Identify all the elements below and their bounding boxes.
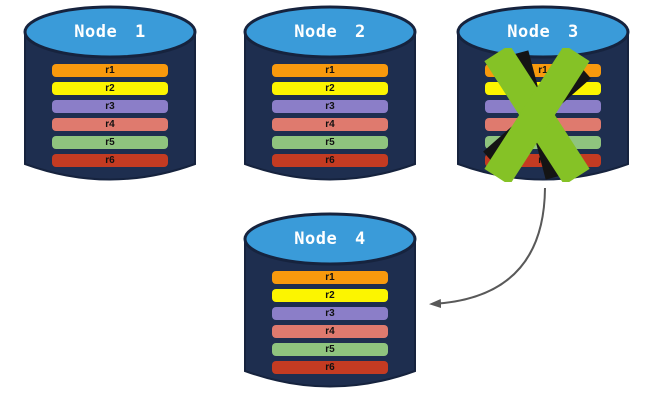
replica-row-label: r4: [325, 326, 335, 337]
node-label: Node 4: [294, 229, 366, 249]
replica-row: r2: [272, 82, 388, 95]
replica-row: r6: [52, 154, 168, 167]
node-label: Node 3: [507, 22, 579, 42]
x-mark-strokes: [484, 48, 590, 182]
node-label: Node 1: [74, 22, 146, 42]
replica-row-label: r6: [325, 362, 335, 373]
replica-row: r3: [272, 307, 388, 320]
replica-row-label: r2: [325, 83, 335, 94]
replica-rows: r1 r2 r3 r4 r5 r6: [242, 4, 418, 200]
replica-row-label: r3: [105, 101, 115, 112]
replica-row-label: r5: [105, 137, 115, 148]
replica-row: r5: [272, 343, 388, 356]
replica-row-label: r1: [538, 65, 548, 76]
replica-row-label: r6: [105, 155, 115, 166]
db-node-4: Node 4 r1 r2 r3 r4 r5 r6: [242, 211, 418, 402]
replica-row-label: r5: [325, 137, 335, 148]
replica-row: r1: [52, 64, 168, 77]
replica-row: r5: [272, 136, 388, 149]
failure-x-icon: [483, 48, 591, 182]
db-node-1: Node 1 r1 r2 r3 r4 r5 r6: [22, 4, 198, 200]
replica-row: r6: [272, 361, 388, 374]
node-label: Node 2: [294, 22, 366, 42]
replica-row: r1: [272, 64, 388, 77]
replica-row-label: r4: [105, 119, 115, 130]
failover-arrow-path: [429, 187, 546, 309]
replica-row-label: r3: [325, 308, 335, 319]
replica-row-label: r2: [105, 83, 115, 94]
replica-rows: r1 r2 r3 r4 r5 r6: [242, 211, 418, 402]
replica-row-label: r4: [325, 119, 335, 130]
replica-row: r4: [52, 118, 168, 131]
replica-row-label: r3: [325, 101, 335, 112]
replica-row-label: r5: [325, 344, 335, 355]
replica-row: r2: [272, 289, 388, 302]
replica-row: r5: [52, 136, 168, 149]
replica-row: r4: [272, 118, 388, 131]
replica-row: r3: [272, 100, 388, 113]
replica-row-label: r1: [325, 65, 335, 76]
replica-row-label: r2: [325, 290, 335, 301]
replica-row: r4: [272, 325, 388, 338]
db-node-2: Node 2 r1 r2 r3 r4 r5 r6: [242, 4, 418, 200]
replica-row: r6: [272, 154, 388, 167]
replica-row-label: r1: [105, 65, 115, 76]
replica-rows: r1 r2 r3 r4 r5 r6: [22, 4, 198, 200]
replica-row: r1: [272, 271, 388, 284]
replica-row-label: r6: [325, 155, 335, 166]
replica-row: r2: [52, 82, 168, 95]
replica-row-label: r1: [325, 272, 335, 283]
replica-row: r3: [52, 100, 168, 113]
